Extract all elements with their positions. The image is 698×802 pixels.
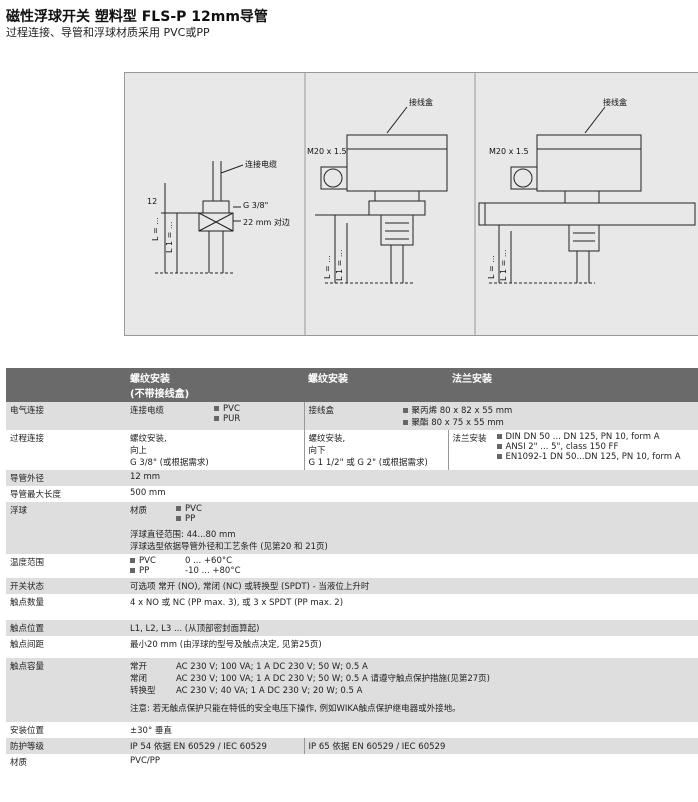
option-text: PVC — [185, 504, 202, 514]
cell-text: 12 mm — [126, 470, 698, 486]
row-od: 导管外径 12 mm — [6, 470, 698, 486]
cell-text: 4 x NO 或 NC (PP max. 3), 或 3 x SPDT (PP … — [126, 594, 698, 620]
label-m20-right: M20 x 1.5 — [489, 147, 529, 156]
row-label: 开关状态 — [6, 578, 126, 594]
header-col1-sub: (不带接线盒) — [130, 389, 190, 400]
cell-text: 注意: 若无触点保护只能在特低的安全电压下操作, 例如WIKA触点保护继电器或外… — [130, 704, 461, 714]
cell-text: 转换型 — [130, 686, 156, 696]
row-contacts: 触点数量 4 x NO 或 NC (PP max. 3), 或 3 x SPDT… — [6, 594, 698, 620]
cell-text: 0 ... +60°C — [185, 556, 233, 566]
option-text: EN1092-1 DN 50...DN 125, PN 10, form A — [505, 452, 681, 462]
table-header-row: 螺纹安装 (不带接线盒) 螺纹安装 法兰安装 — [6, 368, 698, 402]
cell-text: AC 230 V; 40 VA; 1 A DC 230 V; 20 W; 0.5… — [176, 686, 363, 696]
row-label: 温度范围 — [6, 554, 126, 578]
row-label: 防护等级 — [6, 738, 126, 754]
cell-text: G 3/8" (或根据需求) — [130, 458, 209, 468]
drawing-svg — [155, 73, 696, 335]
cell-text: IP 65 依据 EN 60529 / IEC 60529 — [303, 738, 698, 754]
cell-text: IP 54 依据 EN 60529 / IEC 60529 — [126, 738, 304, 754]
row-label: 电气连接 — [6, 402, 126, 430]
header-col3: 法兰安装 — [448, 368, 698, 402]
cell-text: PVC — [139, 556, 156, 566]
cell-text: PP — [139, 566, 150, 576]
cell-text: 500 mm — [126, 486, 698, 502]
cell-text: 向上 — [130, 446, 148, 456]
label-flat: 22 mm 对边 — [243, 218, 290, 227]
row-switch: 开关状态 可选项 常开 (NO), 常闭 (NC) 或转换型 (SPDT) - … — [6, 578, 698, 594]
cell-text: -10 ... +80°C — [185, 566, 241, 576]
cell-text: 材质 — [130, 506, 148, 516]
row-ip: 防护等级 IP 54 依据 EN 60529 / IEC 60529 IP 65… — [6, 738, 698, 754]
cell-text: ±30° 垂直 — [126, 722, 698, 738]
row-label: 触点位置 — [6, 620, 126, 636]
label-box-right: 接线盒 — [603, 98, 627, 107]
cell-text: 螺纹安装, — [130, 434, 167, 444]
label-box-middle: 接线盒 — [409, 98, 433, 107]
cell-text: AC 230 V; 100 VA; 1 A DC 230 V; 50 W; 0.… — [176, 674, 490, 684]
dimension-drawing: 连接电缆 G 3/8" 22 mm 对边 12 L = ... L 1 = ..… — [124, 72, 698, 336]
label-l-right: L = ... — [487, 255, 496, 279]
row-label: 材质 — [6, 754, 126, 770]
row-label: 触点间距 — [6, 636, 126, 658]
cell-text: 螺纹安装, — [308, 434, 346, 444]
page-subtitle: 过程连接、导管和浮球材质采用 PVC或PP — [6, 26, 210, 39]
row-label: 浮球 — [6, 502, 126, 554]
cell-text: L1, L2, L3 ... (从顶部密封面算起) — [126, 620, 698, 636]
cell-text: 向下 — [308, 446, 326, 456]
label-l1-right: L 1 = ... — [499, 249, 508, 281]
row-label: 安装位置 — [6, 722, 126, 738]
page-title: 磁性浮球开关 塑料型 FLS-P 12mm导管 — [6, 9, 268, 25]
cell-text: 常闭 — [130, 674, 148, 684]
label-dim-12: 12 — [147, 197, 158, 206]
option-text: DIN DN 50 ... DN 125, PN 10, form A — [505, 432, 660, 442]
header-col1: 螺纹安装 — [130, 374, 170, 385]
label-l1-middle: L 1 = ... — [335, 249, 344, 281]
row-temp: 温度范围 PVC 0 ... +60°C PP -10 ... +80°C — [6, 554, 698, 578]
row-label: 触点数量 — [6, 594, 126, 620]
label-l1-left: L 1 = ... — [165, 221, 174, 253]
label-l-middle: L = ... — [323, 255, 332, 279]
row-label: 触点容量 — [6, 658, 126, 722]
cell-text: AC 230 V; 100 VA; 1 A DC 230 V; 50 W; 0.… — [176, 662, 368, 672]
header-col2: 螺纹安装 — [304, 368, 448, 402]
label-cable: 连接电缆 — [245, 160, 277, 169]
row-spacing: 触点间距 最小20 mm (由浮球的型号及触点决定, 见第25页) — [6, 636, 698, 658]
option-text: PUR — [223, 414, 241, 424]
row-maxlen: 导管最大长度 500 mm — [6, 486, 698, 502]
cell-text: PVC/PP — [126, 754, 698, 770]
row-rating: 触点容量 常开 AC 230 V; 100 VA; 1 A DC 230 V; 5… — [6, 658, 698, 722]
label-l-left: L = ... — [151, 217, 160, 241]
row-label: 导管外径 — [6, 470, 126, 486]
option-text: PVC — [223, 404, 240, 414]
row-mount: 安装位置 ±30° 垂直 — [6, 722, 698, 738]
option-text: ANSI 2" ... 5", class 150 FF — [505, 442, 619, 452]
cell-text: 法兰安装 — [452, 434, 487, 444]
cell-text: 接线盒 — [308, 406, 335, 416]
cell-text: 可选项 常开 (NO), 常闭 (NC) 或转换型 (SPDT) - 当液位上升… — [126, 578, 698, 594]
row-position: 触点位置 L1, L2, L3 ... (从顶部密封面算起) — [6, 620, 698, 636]
option-text: 聚酯 80 x 75 x 55 mm — [411, 418, 504, 428]
label-m20-middle: M20 x 1.5 — [307, 147, 347, 156]
row-process: 过程连接 螺纹安装, 向上 G 3/8" (或根据需求) 螺纹安装, 向下 G 1 1/… — [6, 430, 698, 470]
cell-text: 浮球直径范围: 44...80 mm — [130, 530, 236, 540]
row-label: 导管最大长度 — [6, 486, 126, 502]
cell-text: 连接电缆 — [130, 406, 165, 416]
row-material: 材质 PVC/PP — [6, 754, 698, 770]
option-text: PP — [185, 514, 196, 524]
option-text: 聚丙烯 80 x 82 x 55 mm — [411, 406, 513, 416]
label-thread: G 3/8" — [243, 201, 269, 210]
cell-text: G 1 1/2" 或 G 2" (或根据需求) — [308, 458, 428, 468]
row-label: 过程连接 — [6, 430, 126, 470]
cell-text: 浮球选型依据导管外径和工艺条件 (见第20 和 21页) — [130, 542, 328, 552]
cell-text: 最小20 mm (由浮球的型号及触点决定, 见第25页) — [126, 636, 698, 658]
cell-text: 常开 — [130, 662, 148, 672]
